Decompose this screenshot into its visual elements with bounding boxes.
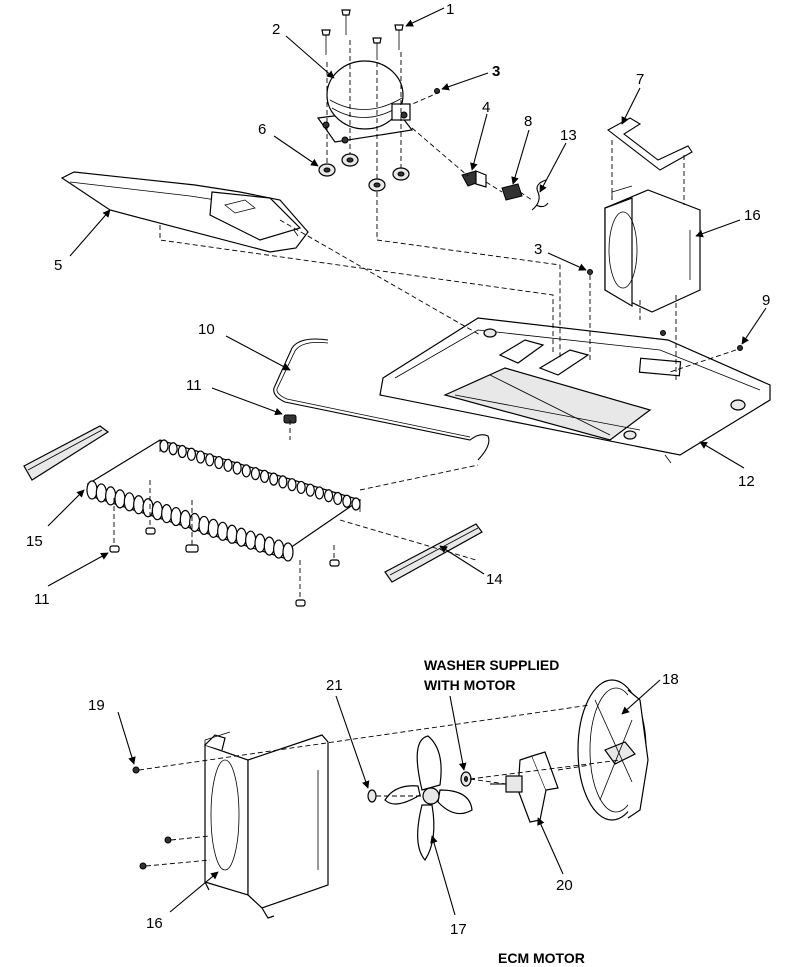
insulation-strip-right — [384, 523, 483, 583]
callout-15: 15 — [26, 533, 43, 550]
callout-20: 20 — [556, 877, 573, 894]
coil-loop-front — [151, 501, 163, 521]
callout-21: 21 — [326, 677, 343, 694]
coil-loop-front — [114, 489, 126, 509]
coil-loop-front — [95, 483, 107, 503]
coil-loop-front — [142, 498, 154, 518]
coil-loop-front — [170, 506, 182, 527]
coil-loop-front — [235, 527, 247, 547]
washer — [367, 789, 377, 803]
compressor — [316, 60, 414, 144]
condenser-coil — [86, 439, 362, 562]
callout-7: 7 — [636, 71, 644, 88]
callout-3-lower: 3 — [534, 241, 542, 258]
coil-loop-front — [207, 518, 219, 538]
compressor-base-plate — [379, 317, 771, 464]
alignment-lines-upper — [113, 40, 737, 600]
callout-16-lower: 16 — [146, 915, 163, 932]
coil-loop-front — [273, 539, 285, 559]
coil-loop-back — [314, 486, 325, 500]
coil-loop-front — [254, 533, 266, 553]
coil-loop-front — [226, 524, 238, 544]
callout-17: 17 — [450, 921, 467, 938]
coil-loop-front — [189, 512, 201, 533]
callout-2: 2 — [272, 21, 280, 38]
shroud-gasket — [606, 117, 693, 171]
callout-14: 14 — [486, 571, 503, 588]
coil-loop-back — [177, 444, 187, 459]
coil-loop-front — [217, 521, 229, 541]
callout-10: 10 — [198, 321, 215, 338]
coil-loop-back — [186, 447, 197, 461]
leader-lines — [47, 7, 767, 916]
washer-note-line1: WASHER SUPPLIED — [424, 657, 559, 673]
callout-4: 4 — [482, 99, 490, 116]
motor-title: ECM MOTOR — [498, 950, 585, 966]
grommets — [318, 153, 410, 192]
coil-loop-front — [179, 509, 191, 530]
callout-3-upper: 3 — [492, 63, 500, 80]
coil-loop-front — [86, 480, 98, 500]
coil-loop-back — [168, 442, 178, 456]
start-relay — [461, 170, 487, 188]
coil-loop-back — [287, 478, 297, 492]
callout-11-lower: 11 — [34, 591, 50, 608]
coil-loop-back — [342, 494, 352, 508]
coil-loop-front — [263, 536, 275, 556]
coil-loop-front — [133, 495, 145, 515]
coil-loop-front — [123, 492, 135, 512]
alignment-lines-lower — [138, 704, 621, 867]
coil-loop-back — [159, 439, 169, 453]
coil-loop-front — [282, 542, 294, 562]
coil-loop-back — [296, 480, 306, 495]
notes: WASHER SUPPLIED WITH MOTOR ECM MOTOR — [424, 657, 585, 966]
callout-13: 13 — [560, 127, 577, 144]
callout-16-upper: 16 — [744, 207, 761, 224]
coil-loop-back — [351, 497, 361, 511]
coil-loop-back — [259, 469, 270, 483]
shroud-screws — [132, 766, 172, 870]
callout-18: 18 — [662, 671, 679, 688]
callout-6: 6 — [258, 121, 266, 138]
coil-loop-front — [161, 504, 173, 524]
coil-loop-back — [323, 489, 334, 503]
coil-loop-front — [245, 530, 257, 550]
callout-5: 5 — [54, 257, 62, 274]
coil-loop-back — [269, 472, 279, 486]
coil-loop-back — [241, 464, 251, 478]
coil-loop-back — [305, 483, 315, 497]
drain-pan — [60, 171, 309, 253]
motor-mount-bracket — [577, 679, 649, 821]
coil-loop-back — [250, 467, 261, 481]
ecm-motor — [490, 751, 559, 823]
coil-mounting-pins — [109, 527, 340, 607]
coil-loop-back — [232, 461, 242, 475]
callout-12: 12 — [738, 473, 755, 490]
coil-loop-front — [198, 515, 210, 536]
coil-loop-back — [205, 453, 215, 467]
relay-cover-clip — [531, 179, 549, 211]
washer-note-line2: WITH MOTOR — [424, 677, 516, 693]
fan-shroud-upper — [604, 185, 701, 313]
coil-loop-back — [333, 491, 343, 506]
coil-loop-back — [223, 458, 233, 472]
coil-loop-back — [278, 475, 288, 489]
callout-19: 19 — [88, 697, 105, 714]
coil-loop-back — [214, 455, 224, 470]
fan-shroud-lower — [204, 731, 329, 919]
callout-1: 1 — [446, 1, 454, 18]
fan-blade — [384, 735, 473, 861]
callout-8: 8 — [524, 113, 532, 130]
insulation-strip-left — [23, 425, 110, 481]
overload-protector — [501, 183, 523, 201]
motor-washer — [460, 771, 472, 787]
screw-small — [434, 88, 743, 351]
defrost-drain-tube — [273, 338, 490, 461]
callout-11-upper: 11 — [186, 377, 202, 394]
callout-9: 9 — [762, 292, 770, 309]
coil-loop-back — [195, 450, 206, 464]
callout-labels: 1 2 3 4 8 13 7 6 5 16 3 9 10 11 12 15 11… — [26, 1, 770, 938]
mounting-bolts — [321, 9, 404, 60]
